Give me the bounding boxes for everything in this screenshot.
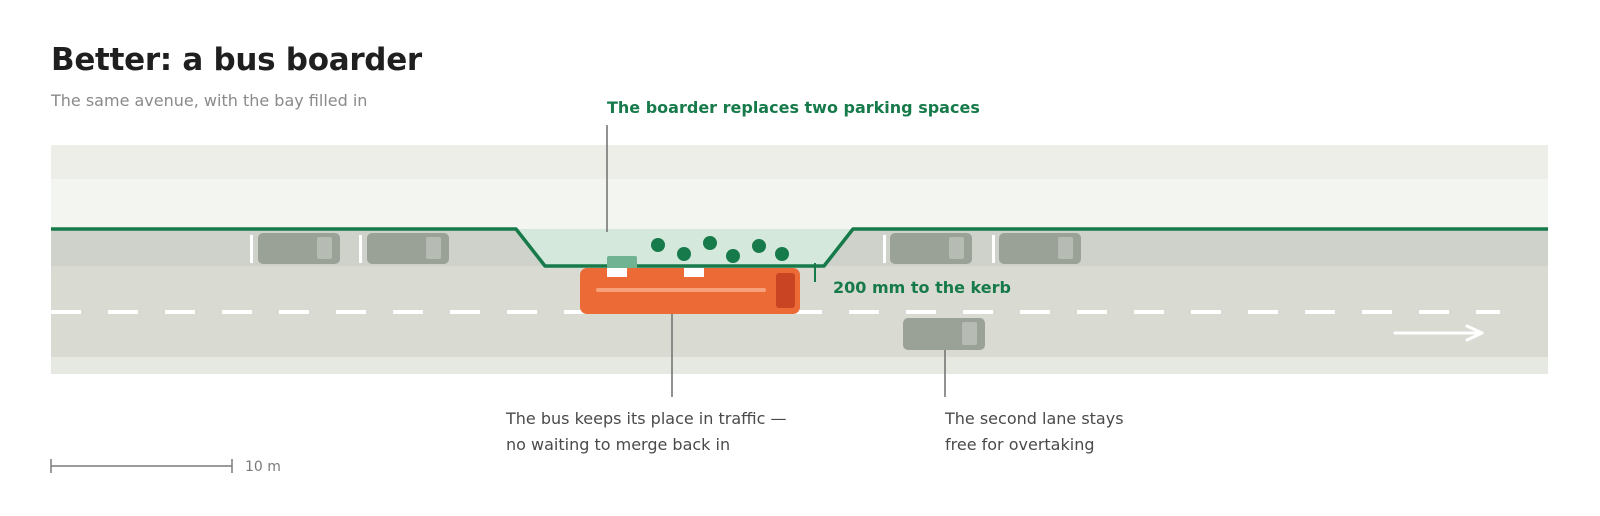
footway [51,145,1548,179]
traffic-direction-arrow-icon [1393,324,1484,342]
footway-inner [51,179,1548,229]
parked-car [999,233,1081,264]
diagram-title: Better: a bus boarder [51,42,422,78]
traffic-lane-2 [51,312,1548,357]
bus [580,268,800,314]
annotation-bus-line-2: no waiting to merge back in [506,435,730,454]
annotation-boarder: The boarder replaces two parking spaces [607,98,980,117]
bay-marker [992,235,995,263]
annotation-lane-line-2: free for overtaking [945,435,1094,454]
annotation-lane-line-1: The second lane stays [944,409,1124,428]
parked-car [890,233,972,264]
parked-car [258,233,340,264]
diagram-subtitle: The same avenue, with the bay filled in [51,91,368,110]
bay-marker [359,235,362,263]
annotation-kerb-gap: 200 mm to the kerb [833,278,1011,297]
overtaking-car [903,318,985,350]
bay-marker [250,235,253,263]
parked-car [367,233,449,264]
kerb-line [51,227,1548,268]
annotation-bus-line-1: The bus keeps its place in traffic — [505,409,786,428]
scale-bar [50,459,233,473]
waiting-passengers [651,236,789,263]
scale-bar-label: 10 m [245,459,281,475]
road-edge [51,357,1548,374]
bay-marker [883,235,886,263]
